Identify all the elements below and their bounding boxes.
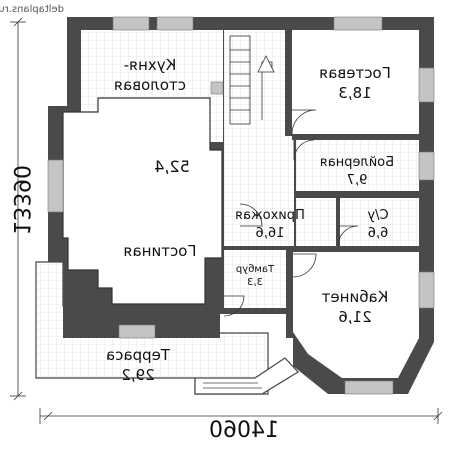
hall-ext-floor xyxy=(296,198,338,246)
living-outline xyxy=(62,97,223,305)
living-floor xyxy=(63,98,222,304)
room-wc: С/у 6,6 xyxy=(367,208,388,241)
room-guest: Гостевая 18,3 xyxy=(319,64,391,102)
living-area: 52,4 xyxy=(154,157,190,176)
terrace-name: Терраса xyxy=(106,346,171,364)
vestibule-name: Тамбур xyxy=(236,264,275,275)
wc-floor xyxy=(340,198,419,246)
stair-floor xyxy=(224,30,285,136)
room-hall: Прихожая 16,6 xyxy=(235,208,305,241)
kitchen-name-line2: столовая xyxy=(114,76,186,94)
room-vestibule: Тамбур 3,3 xyxy=(236,264,275,288)
kitchen-name-line1: Кухня- xyxy=(124,56,177,74)
terrace-steps xyxy=(194,357,299,395)
hall-area: 16,6 xyxy=(256,226,285,241)
vestibule-floor xyxy=(224,250,286,308)
interior-walls xyxy=(210,30,419,338)
hall-name: Прихожая xyxy=(235,208,305,223)
boiler-name: Бойлерная xyxy=(320,155,394,170)
wall-stair-guest xyxy=(285,30,292,136)
office-floor xyxy=(293,252,419,378)
dimension-width xyxy=(39,408,443,424)
watermark: deltaplans.ru xyxy=(0,4,64,15)
guest-name: Гостевая xyxy=(319,64,391,82)
wall-kitchen-hall xyxy=(210,142,224,146)
room-boiler: Бойлерная 9,7 xyxy=(320,155,394,188)
windows xyxy=(47,16,435,395)
living-name: Гостиная xyxy=(123,242,196,260)
office-area: 21,6 xyxy=(338,308,371,326)
wall-vestibule-office xyxy=(286,252,293,338)
vestibule-area: 3,3 xyxy=(247,277,263,288)
room-office: Кабинет 21,6 xyxy=(321,288,388,326)
dimension-width-label: 14060 xyxy=(209,418,279,443)
guest-area: 18,3 xyxy=(338,84,371,102)
dimension-height xyxy=(10,17,26,401)
walls xyxy=(48,17,434,394)
wall-hall-vestibule xyxy=(222,246,286,250)
wc-area: 6,6 xyxy=(368,226,389,241)
wall-guest-boiler xyxy=(292,134,419,140)
width-value: 14060 xyxy=(209,418,279,443)
office-name: Кабинет xyxy=(321,288,388,306)
staircase xyxy=(229,35,275,125)
wc-name: С/у xyxy=(367,208,388,223)
height-value: 13390 xyxy=(8,165,33,235)
room-terrace: Терраса 29,2 xyxy=(106,346,171,384)
boiler-floor xyxy=(296,140,419,191)
wall-hall-office xyxy=(286,246,419,252)
guest-floor xyxy=(292,30,419,134)
doors xyxy=(223,109,359,317)
room-kitchen: Кухня- столовая xyxy=(114,56,186,94)
wall-boiler-hall xyxy=(294,191,419,198)
wall-hall-wc xyxy=(336,198,340,246)
dimension-height-label: 13390 xyxy=(8,165,33,235)
room-living: 52,4 Гостиная xyxy=(123,157,196,260)
watermark-text: deltaplans.ru xyxy=(0,4,64,15)
terrace-area: 29,2 xyxy=(121,366,154,384)
hall-floor xyxy=(224,136,294,246)
boiler-area: 9,7 xyxy=(347,173,368,188)
